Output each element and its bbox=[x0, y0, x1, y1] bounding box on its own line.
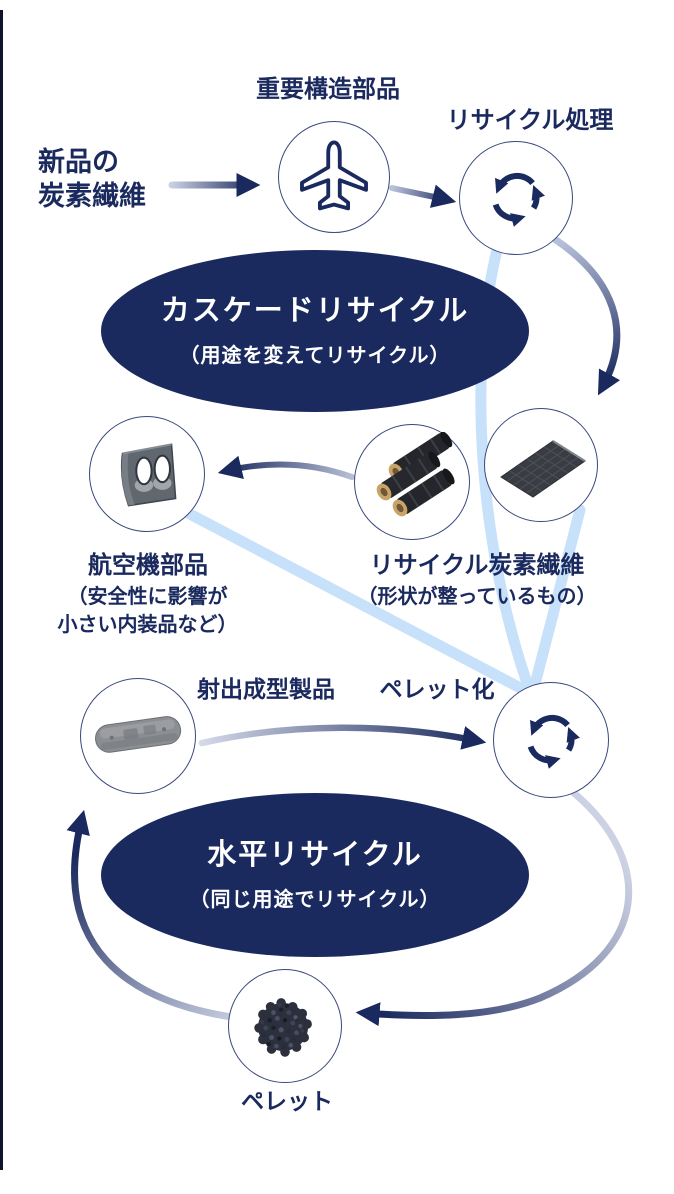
recycle-arrows-icon bbox=[527, 714, 580, 769]
label-aircraft-parts: 航空機部品 bbox=[88, 552, 208, 579]
node-pelletizing bbox=[493, 682, 609, 798]
molded-product-photo bbox=[95, 716, 182, 753]
arrow-rolls-to-aircraftpart bbox=[217, 455, 355, 480]
horizontal-subtitle: （同じ用途でリサイクル） bbox=[189, 888, 441, 911]
label-new-carbon-fiber-line2: 炭素繊維 bbox=[38, 180, 146, 211]
node-pellets bbox=[228, 969, 342, 1083]
label-new-carbon-fiber: 新品の 炭素繊維 bbox=[38, 146, 146, 214]
label-important-parts: 重要構造部品 bbox=[256, 76, 400, 103]
node-aircraft-parts bbox=[89, 416, 205, 532]
label-pelletizing: ペレット化 bbox=[379, 676, 495, 702]
label-pellet: ペレット bbox=[241, 1088, 333, 1114]
node-injection-molded-product bbox=[80, 678, 196, 794]
horizontal-recycle-bubble: 水平リサイクル （同じ用途でリサイクル） bbox=[101, 793, 529, 957]
node-recycling-process bbox=[459, 141, 573, 255]
cascade-recycle-bubble: カスケードリサイクル （用途を変えてリサイクル） bbox=[101, 250, 529, 412]
cascade-title: カスケードリサイクル bbox=[160, 295, 470, 328]
roll bbox=[376, 451, 441, 501]
label-aircraft-note-line1: （安全性に影響が bbox=[67, 586, 228, 608]
horizontal-title: 水平リサイクル bbox=[207, 839, 423, 872]
recycle-arrows-icon bbox=[492, 172, 545, 227]
node-carbon-fiber-mat bbox=[484, 408, 598, 522]
cascade-subtitle: （用途を変えてリサイクル） bbox=[179, 344, 451, 367]
carbon-mat-photo bbox=[500, 440, 586, 498]
pellets-photo bbox=[254, 998, 312, 1057]
node-carbon-fiber-rolls bbox=[354, 424, 470, 540]
left-edge-strip bbox=[0, 10, 3, 1170]
arrow-process-to-mat bbox=[552, 236, 621, 396]
label-recycling-process: リサイクル処理 bbox=[446, 107, 614, 134]
node-important-parts bbox=[278, 121, 390, 233]
airplane-icon bbox=[300, 140, 368, 211]
arrow-plane-to-process bbox=[389, 184, 457, 208]
label-recycled-fiber: リサイクル炭素繊維 bbox=[369, 552, 585, 579]
label-aircraft-note-line2: 小さい内装品など） bbox=[57, 614, 238, 636]
aircraft-part-photo bbox=[120, 443, 177, 507]
arrow-molded-to-pelletizing bbox=[198, 724, 487, 750]
label-recycled-fiber-note: （形状が整っているもの） bbox=[357, 586, 597, 608]
label-new-carbon-fiber-line1: 新品の bbox=[38, 147, 119, 177]
carbon-rolls-photo bbox=[376, 432, 455, 517]
